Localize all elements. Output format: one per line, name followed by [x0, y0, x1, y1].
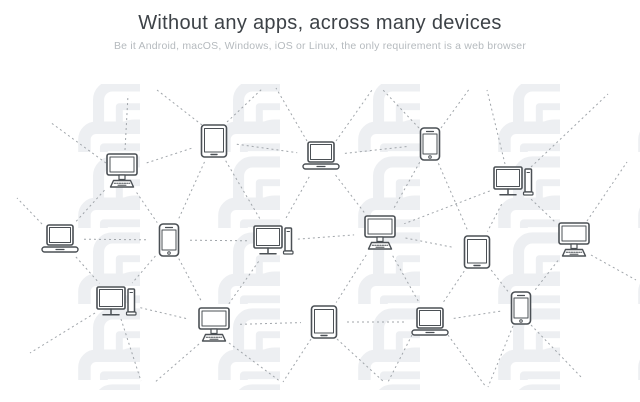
connection-line-I-O — [392, 255, 419, 302]
laptop-icon — [302, 141, 340, 170]
connection-line-A-G — [136, 192, 158, 223]
phone-icon — [419, 127, 441, 161]
edge-line-K — [590, 254, 637, 281]
edge-line-O — [447, 334, 487, 388]
connection-line-B-H — [225, 160, 261, 220]
edge-line-L — [120, 318, 142, 382]
tablet-icon — [200, 124, 228, 158]
connection-line-F-L — [75, 256, 100, 284]
tablet-icon — [463, 235, 491, 269]
connection-line-I-J — [405, 237, 455, 249]
connection-line-D-J — [437, 163, 469, 232]
edge-line-K — [586, 161, 628, 222]
edge-line-C — [275, 87, 308, 142]
connection-line-J-O — [442, 270, 465, 303]
connection-line-G-L — [131, 255, 156, 284]
connection-line-C-H — [284, 176, 310, 220]
connection-line-E-J — [487, 203, 503, 232]
tablet-icon — [310, 305, 338, 339]
connection-line-B-C — [236, 143, 298, 154]
connection-line-I-N — [335, 254, 367, 303]
connection-line-C-D — [344, 145, 410, 154]
connection-line-H-M — [228, 261, 260, 304]
connection-line-K-P — [533, 260, 559, 292]
connection-line-G-M — [178, 258, 203, 303]
connection-line-M-N — [239, 322, 302, 325]
connection-line-E-K — [530, 198, 556, 223]
section-header: Without any apps, across many devices Be… — [0, 0, 640, 54]
edge-line-N — [336, 338, 385, 383]
connection-line-H-I — [297, 234, 355, 240]
connection-lines — [16, 87, 637, 388]
laptop-icon — [41, 224, 79, 253]
edge-line-B — [226, 87, 264, 123]
connection-line-F-G — [83, 238, 149, 241]
edge-line-O — [387, 334, 413, 383]
edge-line-P — [530, 324, 583, 379]
edge-line-C — [335, 89, 373, 142]
edge-line-F — [16, 197, 43, 225]
connection-line-D-I — [392, 162, 421, 211]
connection-line-A-F — [75, 189, 105, 222]
edge-line-N — [282, 338, 312, 383]
phone-icon — [510, 291, 532, 325]
edge-line-P — [487, 325, 514, 388]
section-title: Without any apps, across many devices — [138, 12, 502, 34]
connection-line-L-M — [140, 307, 189, 320]
background-pattern-area — [0, 84, 640, 390]
edge-line-D — [382, 89, 420, 129]
connection-line-E-I — [404, 190, 490, 225]
edge-line-D — [440, 87, 471, 129]
edge-line-A — [124, 94, 129, 151]
phone-icon — [158, 223, 180, 257]
edge-line-M — [228, 342, 282, 383]
connection-line-B-G — [177, 161, 205, 222]
edge-line-A — [49, 121, 107, 164]
laptop-icon — [411, 307, 449, 336]
section-subtitle: Be it Android, macOS, Windows, iOS or Li… — [113, 40, 527, 52]
